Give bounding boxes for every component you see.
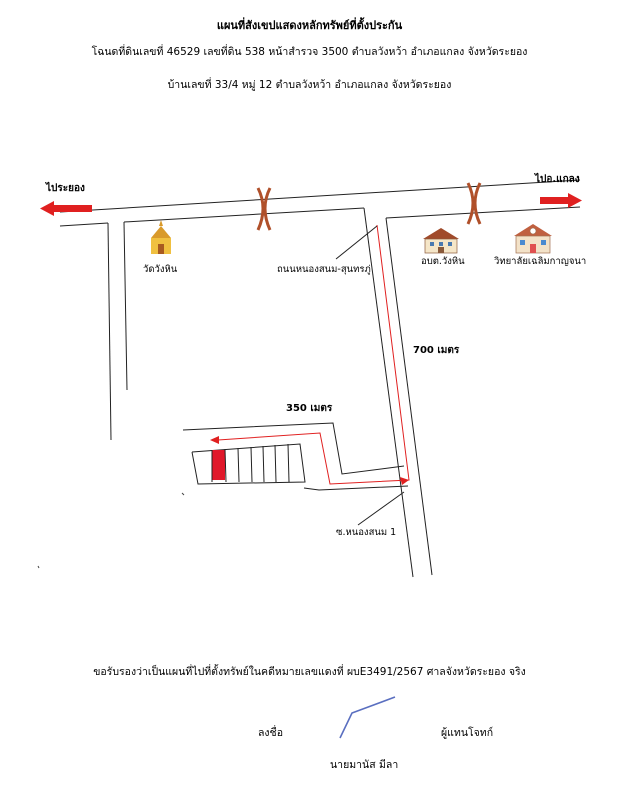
target-plot bbox=[212, 450, 225, 480]
plots-outline bbox=[191, 443, 306, 485]
road-name-pointer bbox=[335, 225, 378, 260]
highway-top-edge bbox=[59, 179, 581, 213]
left-road-edge-2 bbox=[123, 221, 128, 391]
side-road-west bbox=[363, 207, 414, 578]
signature bbox=[339, 696, 396, 739]
temple-icon bbox=[151, 220, 171, 254]
route-arrowhead-west bbox=[210, 436, 219, 444]
label-distance-350: 350 เมตร bbox=[286, 403, 333, 414]
page-title: แผนที่สังเขปแสดงหลักทรัพย์ที่ตั้งประกัน bbox=[216, 19, 403, 32]
arrow-left-icon bbox=[40, 201, 92, 216]
office-icon bbox=[423, 228, 459, 254]
soi-south-edge bbox=[303, 485, 409, 491]
certification-text: ขอรับรองว่าเป็นแผนที่ไปที่ตั้งทรัพย์ในคด… bbox=[93, 666, 526, 678]
side-road-east bbox=[385, 217, 433, 576]
label-distance-700: 700 เมตร bbox=[413, 345, 460, 356]
small-mark-2 bbox=[37, 565, 40, 569]
label-sao-office: อบต.วังหิน bbox=[421, 256, 465, 267]
label-to-klaeng: ไปอ.แกลง bbox=[535, 174, 580, 185]
soi-pointer bbox=[357, 491, 405, 526]
signer-name: นายมานัส มีลา bbox=[330, 759, 399, 771]
college-icon bbox=[514, 224, 552, 254]
highway-bottom-left bbox=[59, 222, 109, 227]
route-line bbox=[217, 224, 410, 485]
route-arrowhead-east bbox=[400, 477, 409, 485]
highway-bottom-right bbox=[385, 206, 581, 219]
bridge-icon-1 bbox=[256, 187, 272, 231]
deed-line: โฉนดที่ดินเลขที่ 46529 เลขที่ดิน 538 หน้… bbox=[91, 46, 528, 58]
arrow-right-icon bbox=[540, 193, 582, 208]
signer-role: ผู้แทนโจทก์ bbox=[441, 727, 494, 739]
soi-north-edge bbox=[182, 422, 405, 475]
label-college: วิทยาลัยเฉลิมกาญจนา bbox=[494, 256, 587, 267]
left-road-edge-1 bbox=[107, 222, 112, 441]
label-soi: ซ.หนองสนม 1 bbox=[336, 527, 397, 538]
plot-dividers bbox=[211, 443, 290, 483]
label-road-name: ถนนหนองสนม-สุนทรภู่ bbox=[277, 264, 371, 275]
highway-bottom-mid bbox=[123, 207, 365, 223]
bridge-icon-2 bbox=[466, 182, 482, 225]
sign-label: ลงชื่อ bbox=[258, 727, 283, 739]
address-line: บ้านเลขที่ 33/4 หมู่ 12 ตำบลวังหว้า อำเภ… bbox=[167, 79, 452, 91]
label-temple: วัดวังหิน bbox=[143, 264, 178, 275]
label-to-rayong: ไประยอง bbox=[46, 183, 85, 194]
small-mark bbox=[181, 492, 185, 496]
